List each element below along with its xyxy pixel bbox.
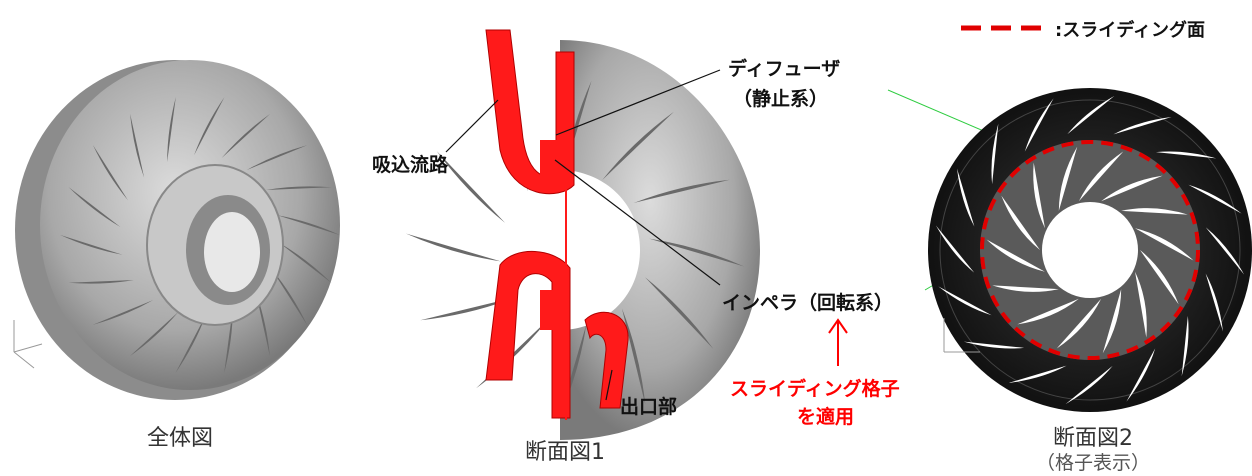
- model-blade: [175, 314, 206, 373]
- section-blade: [649, 238, 745, 267]
- model-blade: [68, 186, 121, 228]
- impeller-blade: [1056, 298, 1102, 349]
- model-blade: [60, 234, 123, 255]
- axis-triad-right: [943, 318, 980, 353]
- diffuser-vane: [938, 286, 992, 316]
- label-sliding-line1: スライディング格子: [730, 378, 900, 400]
- impeller-blade: [1033, 162, 1045, 229]
- impeller-blade: [1078, 151, 1124, 202]
- impeller-blade: [986, 239, 1045, 272]
- model-blade: [266, 186, 332, 190]
- overall-model: [15, 60, 340, 400]
- diffuser-vane: [991, 123, 999, 185]
- caption-overall: 全体図: [147, 426, 214, 451]
- diffuser-vane: [1205, 273, 1223, 332]
- model-blade: [246, 145, 308, 171]
- diffuser-vane: [1113, 117, 1172, 135]
- model-blade: [92, 144, 128, 201]
- sliding-surface-ring: [980, 140, 1200, 360]
- diffuser-vane: [1065, 365, 1113, 405]
- section-model: [405, 29, 760, 440]
- diffuser-vane: [1205, 227, 1245, 275]
- mesh-model: [928, 88, 1252, 412]
- model-blade: [167, 97, 176, 163]
- up-arrow-icon: [828, 318, 848, 366]
- model-blade: [277, 215, 340, 236]
- model-blade: [130, 113, 145, 178]
- model-blade: [221, 113, 271, 158]
- mesh-outer-vanes: [935, 95, 1245, 405]
- diffuser-vane: [1024, 98, 1054, 152]
- axis-triad-left: [13, 320, 43, 369]
- impeller-blade: [1121, 208, 1188, 215]
- model-blade: [68, 280, 134, 284]
- impeller-blade: [992, 285, 1059, 292]
- leader-lines: [445, 69, 721, 401]
- label-diffuser-line1: ディフューザ: [728, 58, 841, 80]
- label-diffuser-line2: （静止系）: [733, 88, 829, 110]
- model-blade: [92, 299, 154, 325]
- impeller-blade: [1058, 146, 1078, 211]
- label-sliding-line2: を適用: [797, 406, 855, 428]
- section-blade: [420, 296, 517, 321]
- impeller-blade: [1001, 195, 1040, 250]
- impeller-blade: [1135, 271, 1147, 338]
- model-blade: [255, 292, 270, 357]
- diffuser-vane: [1067, 95, 1115, 135]
- model-blade: [272, 269, 308, 326]
- diffuser-vane: [1126, 348, 1156, 402]
- legend-label: :スライディング面: [1055, 20, 1205, 41]
- impeller-blade: [1140, 250, 1179, 305]
- model-blade: [224, 307, 233, 373]
- section-blade: [405, 233, 501, 262]
- impeller-blade: [1102, 289, 1122, 354]
- label-suction: 吸込流路: [372, 154, 449, 176]
- mesh-impeller-blades: [986, 146, 1194, 354]
- diffuser-vane: [1155, 151, 1217, 159]
- impeller-blade: [1017, 298, 1079, 325]
- section-blade: [644, 277, 714, 349]
- model-blade: [129, 312, 179, 357]
- impeller-blade: [1101, 175, 1163, 202]
- diffuser-vane: [1181, 315, 1189, 377]
- impeller-blade: [1135, 228, 1194, 261]
- model-blade: [279, 242, 332, 284]
- caption-section2-sub: （格子表示）: [1035, 452, 1150, 474]
- diffuser-vane: [957, 168, 975, 227]
- section-blade: [436, 151, 506, 223]
- outer-blades: [60, 97, 340, 373]
- label-outlet: 出口部: [620, 396, 678, 418]
- diffuser-vane: [963, 341, 1025, 349]
- section-blade: [602, 111, 674, 181]
- diffuser-vane: [1008, 365, 1067, 383]
- section-blade: [633, 179, 730, 204]
- label-impeller: インペラ（回転系）: [722, 292, 894, 314]
- caption-section1: 断面図1: [525, 440, 605, 465]
- diffuser-vane: [935, 225, 975, 273]
- model-blade: [194, 97, 225, 156]
- caption-section2: 断面図2: [1053, 426, 1133, 451]
- diffuser-vane: [1188, 184, 1242, 214]
